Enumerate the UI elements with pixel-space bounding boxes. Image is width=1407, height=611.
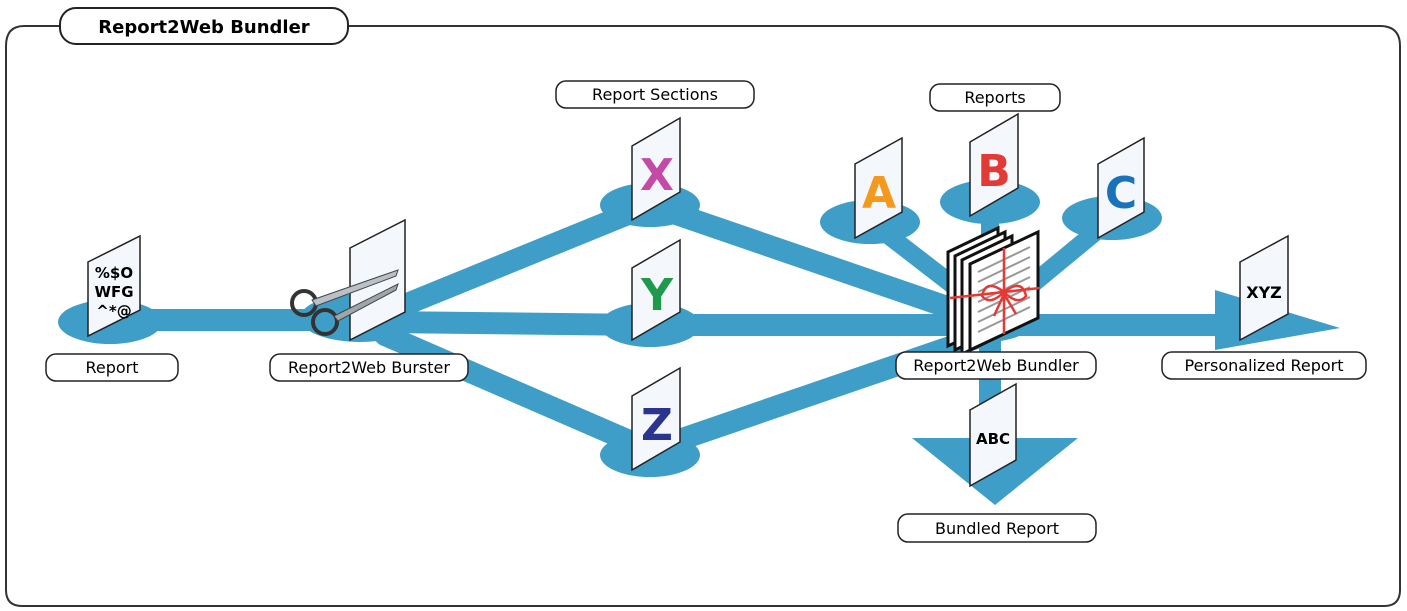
diagram-frame — [5, 25, 1401, 607]
title-tab: Report2Web Bundler — [59, 7, 349, 45]
label-bundler: Report2Web Bundler — [895, 351, 1097, 380]
personalized-doc-text: XYZ — [1246, 283, 1282, 302]
label-bundled-report-text: Bundled Report — [935, 519, 1059, 538]
diagram-title: Report2Web Bundler — [98, 17, 310, 38]
label-report-sections: Report Sections — [555, 80, 755, 109]
label-burster-text: Report2Web Burster — [288, 358, 450, 377]
label-burster: Report2Web Burster — [269, 353, 469, 382]
scissors-icon — [290, 269, 399, 336]
section-z-letter: Z — [641, 400, 673, 451]
label-bundler-text: Report2Web Bundler — [913, 356, 1079, 375]
section-x-document-icon: X — [631, 116, 681, 222]
report-doc-line3: ^*@ — [96, 302, 131, 320]
bundle-stack-icon — [946, 225, 1041, 357]
label-report: Report — [45, 353, 179, 382]
report-c-letter: C — [1105, 168, 1137, 219]
section-z-document-icon: Z — [631, 366, 681, 472]
section-x-letter: X — [640, 150, 674, 201]
report-a-document-icon: A — [854, 136, 903, 240]
report-b-document-icon: B — [969, 112, 1019, 218]
label-reports-text: Reports — [964, 88, 1025, 107]
label-bundled-report: Bundled Report — [897, 513, 1097, 543]
report-a-letter: A — [862, 168, 896, 219]
label-reports: Reports — [929, 83, 1061, 112]
report-document-icon: %$O WFG ^*@ — [87, 234, 141, 338]
bundled-document-icon: ABC — [969, 382, 1017, 488]
personalized-document-icon: XYZ — [1239, 234, 1289, 342]
ribbon-icon — [949, 248, 1041, 334]
bundled-doc-text: ABC — [976, 430, 1010, 448]
report-c-document-icon: C — [1097, 136, 1145, 240]
section-y-letter: Y — [640, 270, 674, 321]
label-report-text: Report — [85, 358, 138, 377]
label-report-sections-text: Report Sections — [592, 85, 718, 104]
report-b-letter: B — [977, 146, 1011, 197]
report-doc-line1: %$O — [95, 264, 133, 282]
section-y-document-icon: Y — [631, 238, 681, 342]
label-personalized-report-text: Personalized Report — [1185, 356, 1344, 375]
label-personalized-report: Personalized Report — [1161, 351, 1367, 380]
report-doc-line2: WFG — [94, 283, 133, 301]
